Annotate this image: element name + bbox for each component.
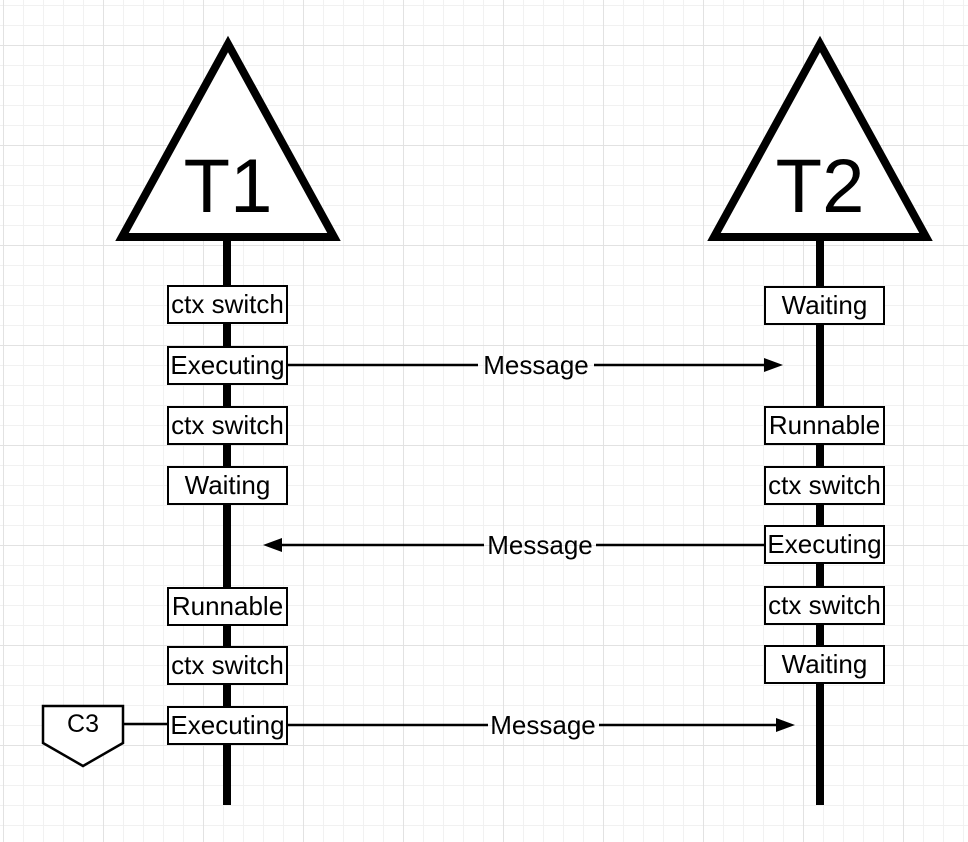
t2-state-5[interactable]: ctx switch bbox=[764, 586, 885, 625]
t1-state-1[interactable]: ctx switch bbox=[167, 285, 288, 324]
message-1-arrowhead-icon bbox=[764, 358, 783, 372]
thread-t1-label: T1 bbox=[183, 143, 273, 229]
t1-state-4[interactable]: Waiting bbox=[167, 466, 288, 505]
t2-state-3[interactable]: ctx switch bbox=[764, 466, 885, 505]
t1-state-2[interactable]: Executing bbox=[167, 346, 288, 385]
message-3-label[interactable]: Message bbox=[490, 709, 596, 740]
t2-state-6[interactable]: Waiting bbox=[764, 645, 885, 684]
message-1-label[interactable]: Message bbox=[483, 349, 589, 380]
t1-state-7[interactable]: Executing bbox=[167, 706, 288, 745]
message-2-arrowhead-icon bbox=[263, 538, 282, 552]
t1-state-3[interactable]: ctx switch bbox=[167, 406, 288, 445]
thread-t1-triangle[interactable] bbox=[115, 35, 341, 241]
t1-state-6[interactable]: ctx switch bbox=[167, 646, 288, 685]
t2-state-2[interactable]: Runnable bbox=[764, 406, 885, 445]
t2-state-4[interactable]: Executing bbox=[764, 525, 885, 564]
t2-state-1[interactable]: Waiting bbox=[764, 286, 885, 325]
t1-state-5[interactable]: Runnable bbox=[167, 587, 288, 626]
message-2-label[interactable]: Message bbox=[487, 529, 593, 560]
c3-annotation-label: C3 bbox=[67, 710, 99, 738]
thread-t2-label: T2 bbox=[775, 143, 865, 229]
thread-t2-triangle[interactable] bbox=[707, 35, 933, 241]
message-3-arrowhead-icon bbox=[776, 718, 795, 732]
c3-annotation-shape[interactable] bbox=[41, 704, 125, 768]
